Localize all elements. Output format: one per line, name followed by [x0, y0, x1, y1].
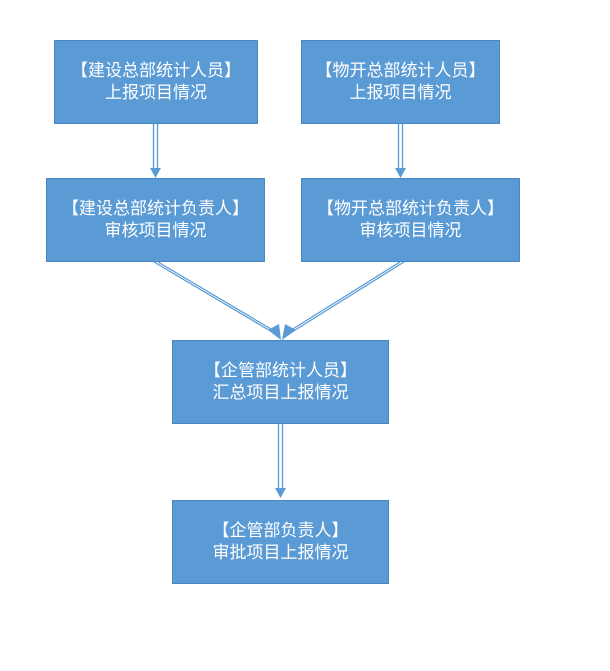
- node-task: 上报项目情况: [349, 83, 452, 103]
- node-role: 【物开总部统计负责人】: [317, 199, 504, 219]
- node-role: 【企管部负责人】: [212, 521, 349, 541]
- node-management-statistician: 【企管部统计人员】 汇总项目上报情况: [172, 340, 389, 424]
- node-construction-statistician: 【建设总部统计人员】 上报项目情况: [54, 40, 258, 124]
- node-task: 审核项目情况: [359, 221, 462, 241]
- arrow-b3-b5: [153, 261, 281, 340]
- node-role: 【企管部统计人员】: [204, 361, 357, 381]
- node-role: 【建设总部统计负责人】: [62, 199, 249, 219]
- arrow-b1-b3: [150, 124, 161, 178]
- node-role: 【建设总部统计人员】: [71, 61, 241, 81]
- node-management-lead: 【企管部负责人】 审批项目上报情况: [172, 500, 389, 584]
- arrow-b4-b5: [282, 261, 405, 340]
- node-task: 上报项目情况: [105, 83, 207, 103]
- node-task: 汇总项目上报情况: [212, 383, 349, 403]
- node-property-statistician: 【物开总部统计人员】 上报项目情况: [301, 40, 500, 124]
- arrow-b2-b4: [395, 124, 406, 178]
- node-construction-statistics-lead: 【建设总部统计负责人】 审核项目情况: [46, 178, 265, 262]
- arrow-b5-b6: [275, 424, 286, 498]
- node-task: 审批项目上报情况: [212, 543, 349, 563]
- node-task: 审核项目情况: [104, 221, 207, 241]
- node-property-statistics-lead: 【物开总部统计负责人】 审核项目情况: [301, 178, 520, 262]
- node-role: 【物开总部统计人员】: [315, 61, 486, 81]
